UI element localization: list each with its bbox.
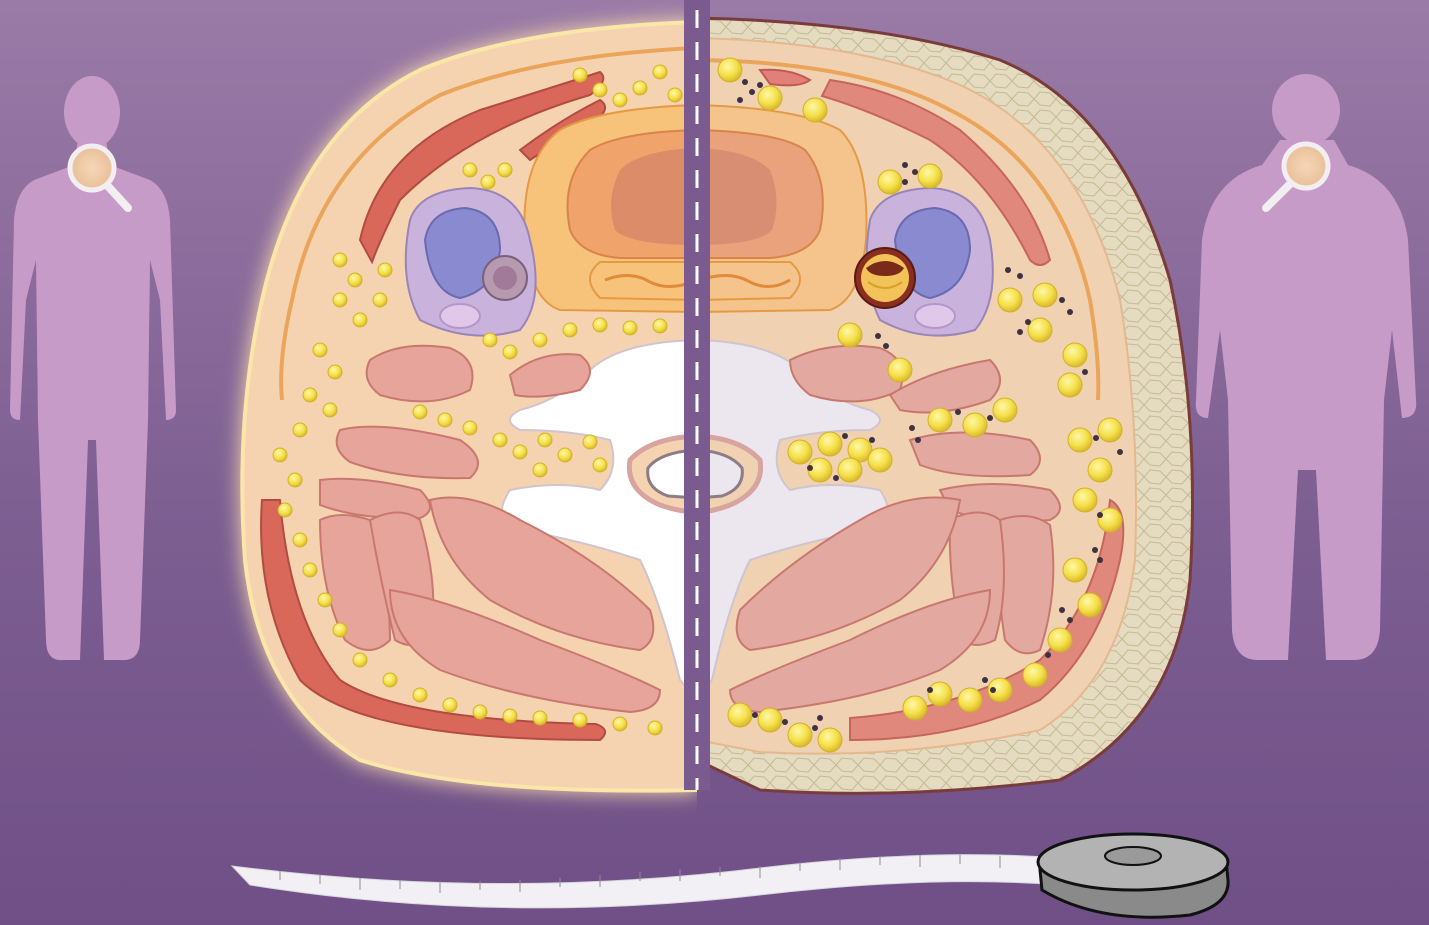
lean-person-silhouette [10,76,176,660]
lean-neck-half [242,22,697,791]
obese-person-silhouette [1196,74,1416,660]
obese-neck-half [697,18,1193,793]
atherosclerotic-artery [855,248,915,308]
measuring-tape-icon [232,834,1228,917]
center-divider [684,0,710,790]
